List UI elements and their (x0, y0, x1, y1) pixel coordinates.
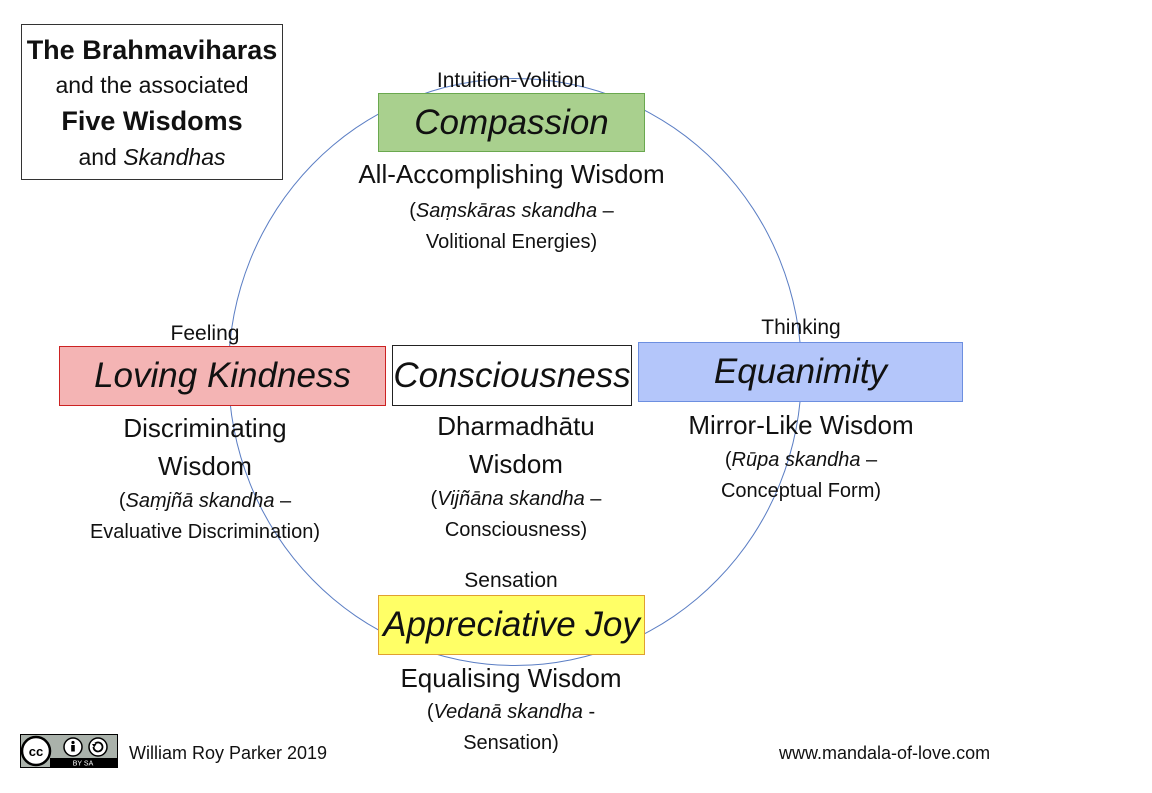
label-intuition-volition: Intuition-Volition (436, 69, 586, 92)
author-credit: William Roy Parker 2019 (129, 743, 328, 763)
title-line4: and Skandhas (78, 144, 226, 170)
title-line2: and the associated (55, 72, 249, 98)
equanimity-wisdom: Mirror-Like Wisdom (688, 410, 914, 440)
equanimity-skandha: (Rūpa skandha – Conceptual Form) (720, 449, 882, 502)
svg-text:cc: cc (29, 744, 43, 759)
consciousness-name: Consciousness (393, 355, 631, 395)
equanimity-box: Equanimity (638, 342, 963, 402)
compassion-name: Compassion (414, 102, 609, 142)
compassion-wisdom: All-Accomplishing Wisdom (358, 159, 665, 189)
title-line3: Five Wisdoms (61, 106, 243, 136)
label-sensation: Sensation (464, 569, 558, 592)
license-text: BY SA (73, 761, 94, 768)
compassion-skandha: (Saṃskāras skandha – Volitional Energies… (409, 200, 614, 253)
title-line1: The Brahmaviharas (26, 35, 278, 65)
appreciative-joy-name: Appreciative Joy (383, 605, 640, 644)
label-thinking: Thinking (761, 316, 841, 339)
label-feeling: Feeling (170, 322, 240, 345)
website-link[interactable]: www.mandala-of-love.com (779, 743, 991, 763)
loving-kindness-skandha: (Saṃjñā skandha – Evaluative Discriminat… (89, 490, 321, 543)
loving-kindness-wisdom: Discriminating Wisdom (123, 413, 287, 481)
compassion-box: Compassion (378, 93, 645, 152)
title-box: The Brahmaviharas and the associated Fiv… (21, 24, 283, 180)
cc-by-sa-icon: cc BY SA (20, 734, 118, 768)
loving-kindness-box: Loving Kindness (59, 346, 386, 406)
appreciative-joy-wisdom: Equalising Wisdom (400, 663, 622, 693)
appreciative-joy-box: Appreciative Joy (378, 595, 645, 655)
consciousness-box: Consciousness (392, 345, 632, 406)
consciousness-skandha: (Vijñāna skandha – Consciousness) (430, 488, 602, 541)
equanimity-name: Equanimity (713, 352, 888, 391)
appreciative-joy-skandha: (Vedanā skandha - Sensation) (426, 701, 596, 754)
consciousness-wisdom: Dharmadhātu Wisdom (437, 411, 595, 479)
loving-kindness-name: Loving Kindness (94, 356, 351, 395)
